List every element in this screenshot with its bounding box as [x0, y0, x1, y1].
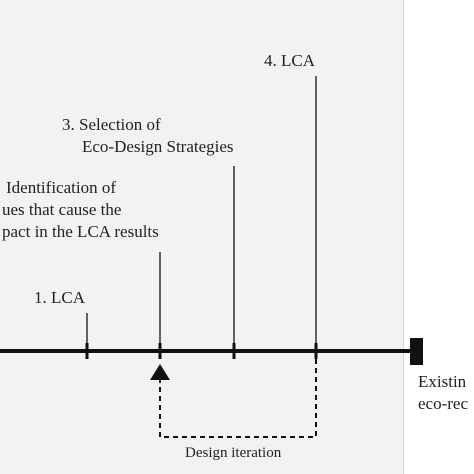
label-selection-line-1: 3. Selection of: [62, 115, 161, 134]
design-iteration-loop: [159, 359, 317, 438]
timeline-end-marker: [410, 338, 423, 365]
label-lca-4: 4. LCA: [264, 51, 315, 70]
label-identification: Identification of ues that cause the pac…: [2, 177, 159, 243]
label-design-iteration: Design iteration: [185, 445, 282, 461]
label-identification-line-2: ues that cause the: [2, 200, 122, 219]
label-selection: 3. Selection of Eco-Design Strategies: [62, 114, 234, 158]
label-lca-1: 1. LCA: [34, 288, 85, 307]
label-end-state-line-1: Existin: [418, 372, 467, 391]
label-identification-line-3: pact in the LCA results: [2, 222, 159, 241]
label-selection-line-2: Eco-Design Strategies: [82, 137, 234, 156]
label-identification-line-1: Identification of: [6, 178, 116, 197]
diagram-background-panel: [0, 0, 404, 474]
iteration-arrowhead-icon: [150, 364, 170, 380]
label-end-state-line-2: eco-rec: [418, 394, 469, 413]
label-end-state: Existin eco-rec: [418, 371, 468, 415]
